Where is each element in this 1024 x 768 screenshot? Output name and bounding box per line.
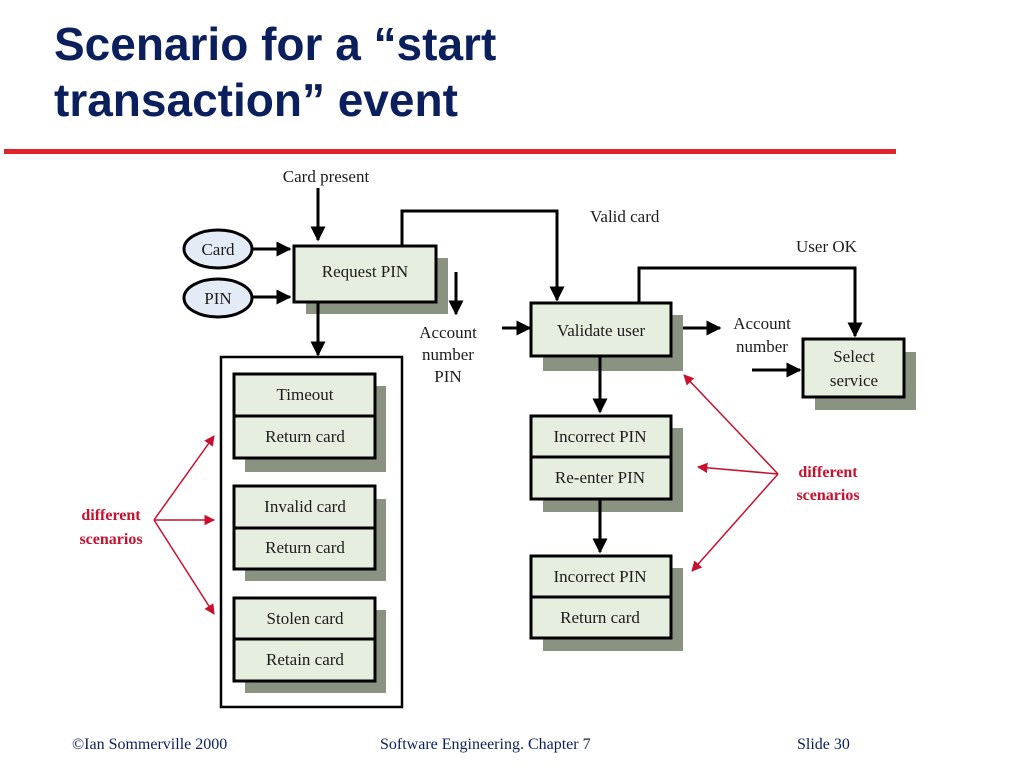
title-line-2: transaction” event <box>54 74 458 126</box>
left-annotation-arrows <box>153 435 216 615</box>
timeout-label: Timeout <box>276 385 333 404</box>
re-enter-pin-label: Re-enter PIN <box>555 468 645 487</box>
footer-slide-number: Slide 30 <box>797 736 850 753</box>
return-card-2-label: Return card <box>265 538 345 557</box>
pin-ellipse: PIN <box>182 277 254 319</box>
account-left-line2: number <box>422 345 474 364</box>
different-scenarios-left-line2: scenarios <box>79 531 142 548</box>
title-divider <box>4 149 896 154</box>
title-line-1: Scenario for a “start <box>54 18 497 70</box>
right-annotation-arrows <box>683 374 779 572</box>
return-card-3-label: Return card <box>560 608 640 627</box>
incorrect-pin-2-label: Incorrect PIN <box>554 567 647 586</box>
card-ellipse: Card <box>182 228 254 270</box>
select-service-line1: Select <box>833 347 875 366</box>
card-present-label: Card present <box>283 167 370 186</box>
user-ok-label: User OK <box>796 237 858 256</box>
select-service-box: Select service <box>801 337 916 410</box>
invalid-card-group: Invalid card Return card <box>232 484 386 581</box>
account-right-line2: number <box>736 337 788 356</box>
select-service-line2: service <box>830 371 878 390</box>
different-scenarios-right-line1: different <box>798 464 858 481</box>
incorrect-pin-1-label: Incorrect PIN <box>554 427 647 446</box>
validate-user-label: Validate user <box>557 321 646 340</box>
return-card-1-label: Return card <box>265 427 345 446</box>
retain-card-label: Retain card <box>266 650 344 669</box>
footer-chapter: Software Engineering. Chapter 7 <box>380 736 591 753</box>
valid-card-label: Valid card <box>590 207 660 226</box>
invalid-card-label: Invalid card <box>264 497 346 516</box>
different-scenarios-left-line1: different <box>81 507 141 524</box>
incorrect-pin-reenter-group: Incorrect PIN Re-enter PIN <box>529 414 683 512</box>
user-ok-arrow <box>637 266 863 338</box>
account-left-line1: Account <box>419 323 477 342</box>
incorrect-pin-return-group: Incorrect PIN Return card <box>529 554 683 651</box>
valid-card-arrow <box>400 209 565 302</box>
account-left-line3: PIN <box>434 367 461 386</box>
account-right-line1: Account <box>733 314 791 333</box>
pin-label: PIN <box>204 289 231 308</box>
slide-title: Scenario for a “start transaction” event <box>54 16 496 128</box>
footer-copyright: ©Ian Sommerville 2000 <box>72 736 228 753</box>
request-pin-box: Request PIN <box>292 244 448 314</box>
validate-user-box: Validate user <box>529 301 683 371</box>
timeout-group: Timeout Return card <box>232 372 386 472</box>
card-label: Card <box>201 240 235 259</box>
left-exceptions-container <box>219 355 404 709</box>
stolen-card-label: Stolen card <box>267 609 344 628</box>
request-pin-label: Request PIN <box>322 262 408 281</box>
different-scenarios-right-line2: scenarios <box>796 487 859 504</box>
stolen-card-group: Stolen card Retain card <box>232 596 386 693</box>
